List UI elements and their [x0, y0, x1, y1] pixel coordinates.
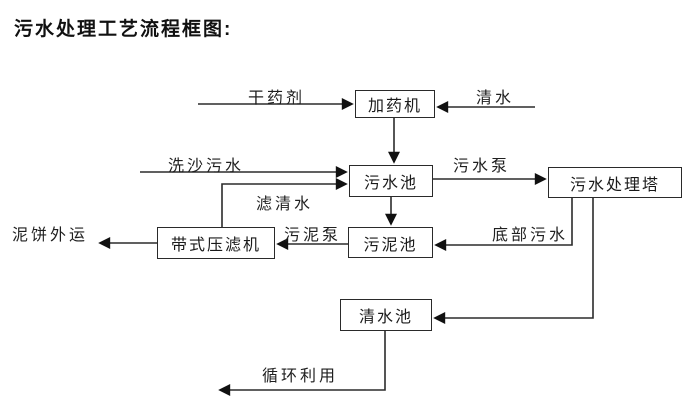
diagram-title: 污水处理工艺流程框图:	[14, 19, 233, 40]
arrow-clean-water-pool-to-recycle	[218, 331, 386, 396]
label-clean-water: 清水	[476, 90, 515, 107]
arrow-filtered-water-to-wastewater-pool	[221, 178, 348, 227]
node-clean-water-pool: 清水池	[340, 299, 432, 331]
label-bottom-wastewater: 底部污水	[492, 227, 569, 244]
label-filtered-clean-water: 滤清水	[256, 196, 314, 213]
label-sludge-pump: 污泥泵	[284, 227, 342, 244]
node-belt-filter-press: 带式压滤机	[157, 227, 275, 259]
node-wastewater-pool: 污水池	[349, 165, 433, 197]
node-sludge-pool: 污泥池	[348, 227, 433, 258]
label-recycled-use: 循环利用	[262, 368, 339, 385]
label-dry-agent: 干药剂	[248, 90, 306, 107]
arrow-tower-bottom-to-sludge-pool	[434, 198, 573, 251]
arrow-tower-to-clean-water-pool	[433, 198, 594, 324]
node-dosing-machine: 加药机	[355, 90, 435, 118]
label-wastewater-pump: 污水泵	[453, 158, 511, 175]
label-sand-washing-wastewater: 洗沙污水	[168, 158, 245, 175]
node-treatment-tower: 污水处理塔	[548, 167, 682, 198]
label-mud-cake-shipped-out: 泥饼外运	[12, 227, 89, 244]
